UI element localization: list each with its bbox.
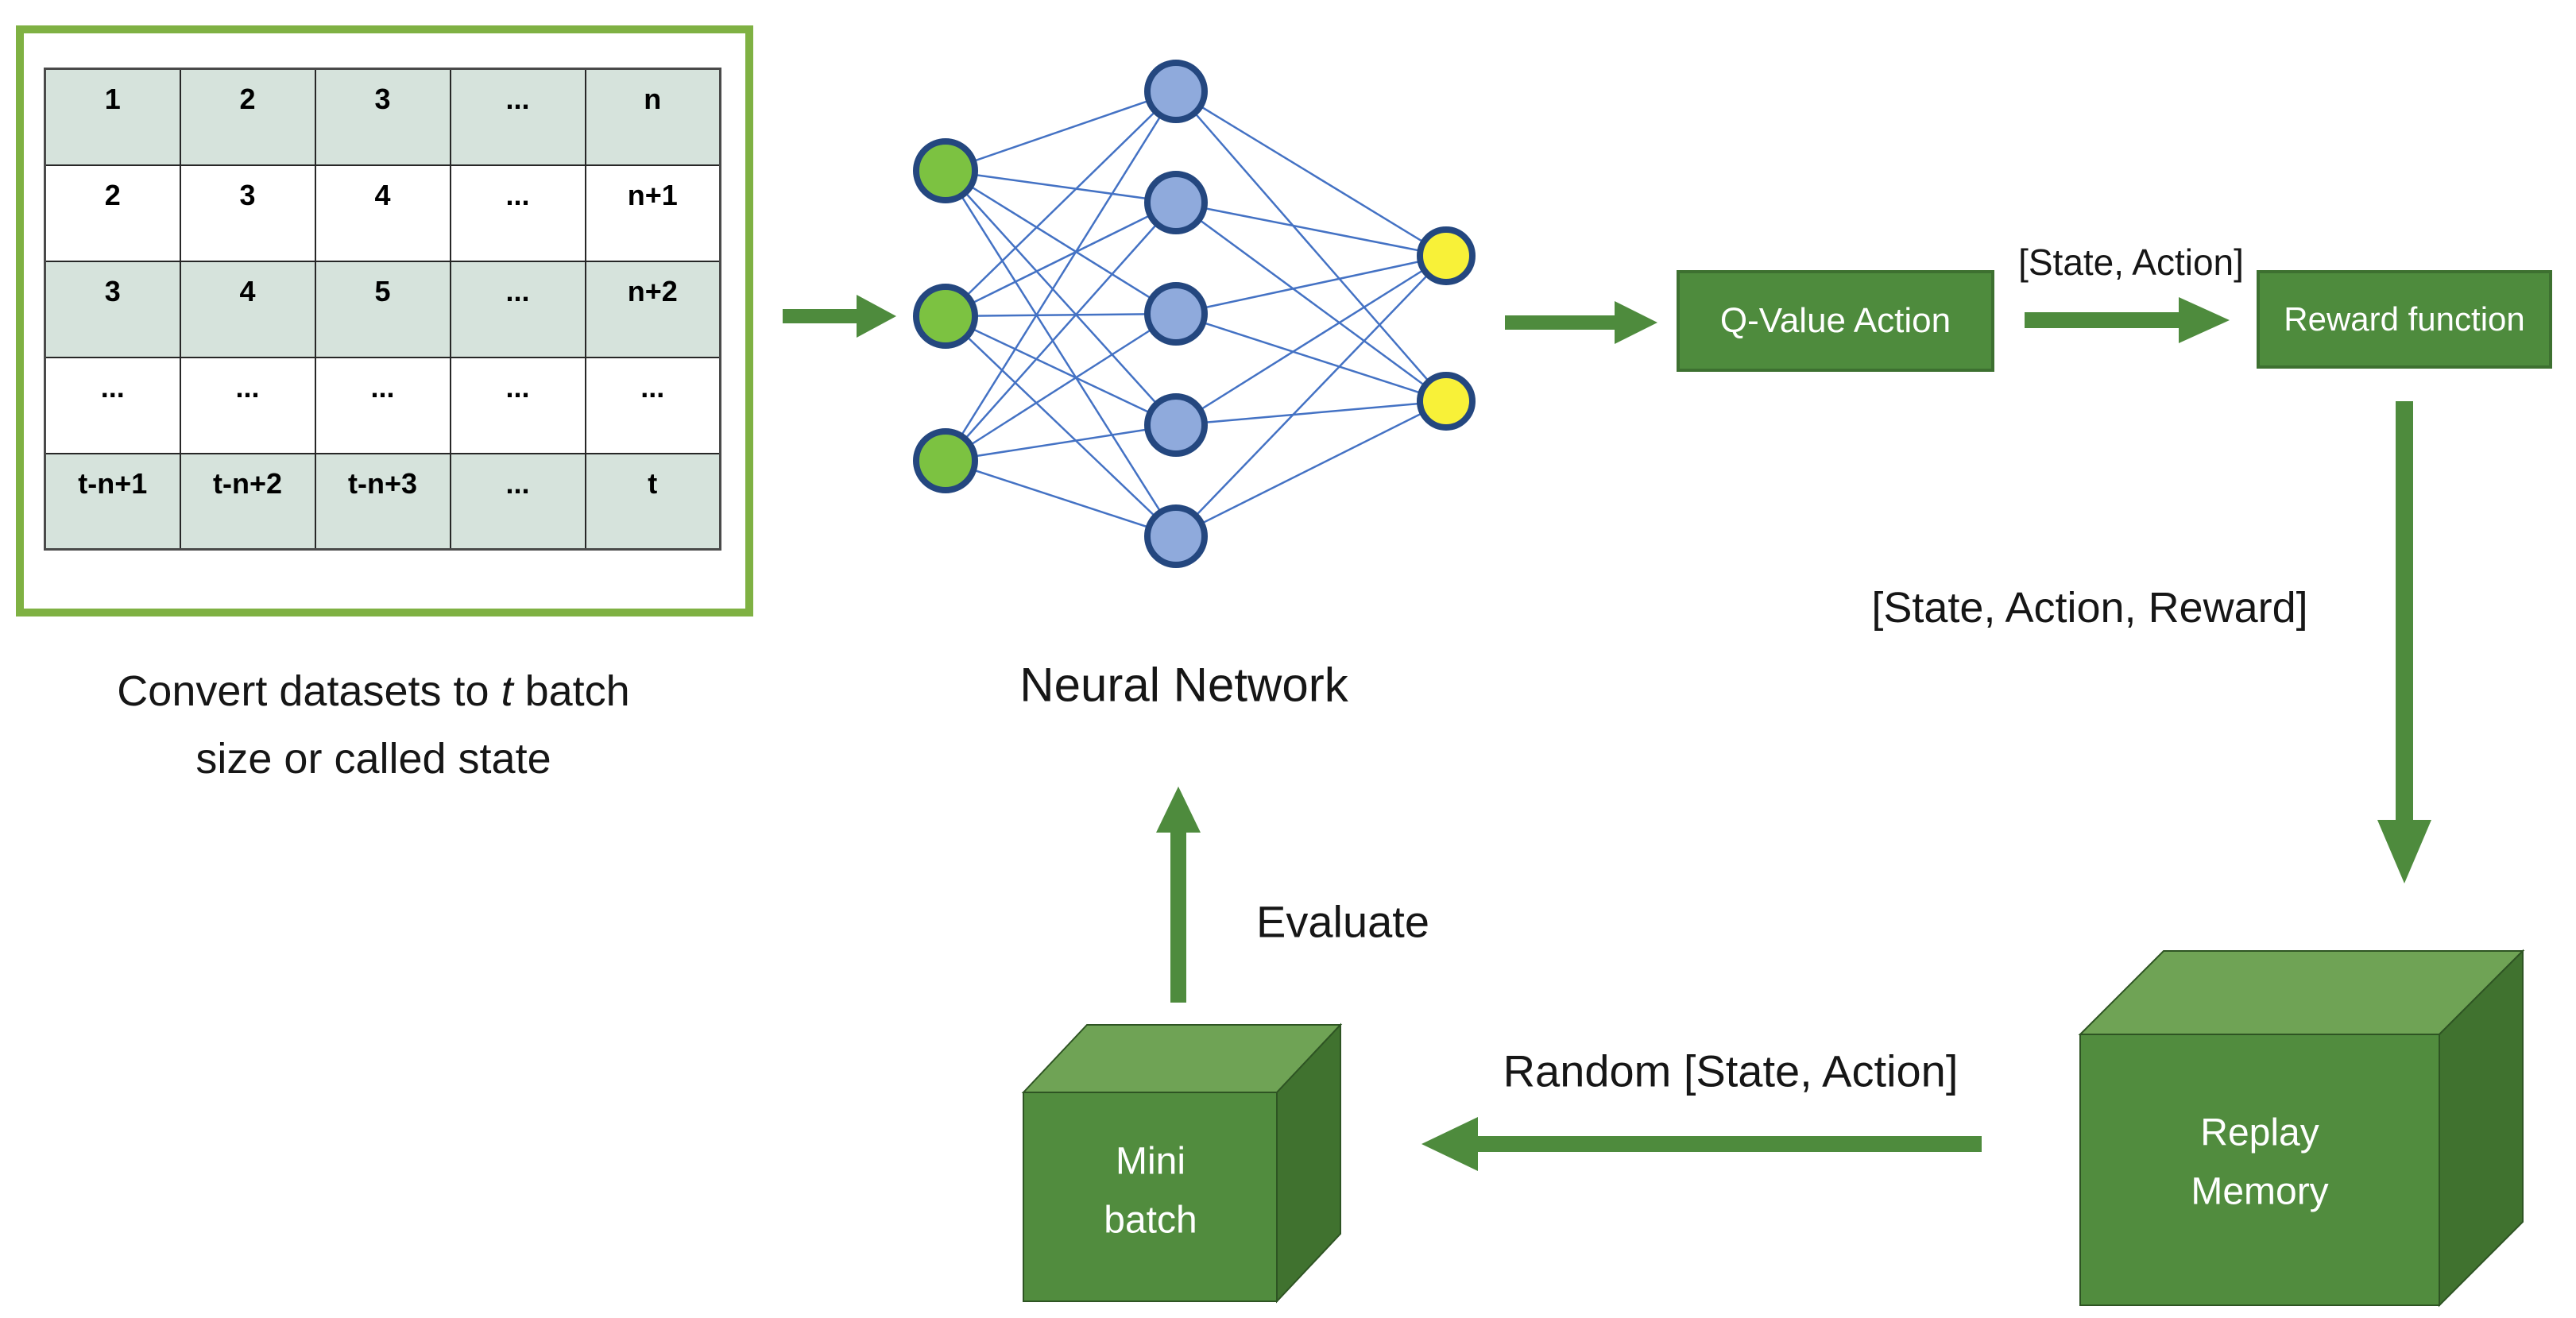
caption-line-1: Convert datasets to t batch [117,667,630,715]
table-to-network-arrow [783,295,896,338]
table-row: 3 4 5 ... n+2 [44,260,721,358]
state-cell: 2 [44,164,181,262]
state-cell: 4 [314,164,451,262]
state-cell: 3 [314,68,451,166]
q-value-action-box: Q-Value Action [1677,270,1994,372]
state-cell: ... [179,356,316,454]
nn-output-node [1417,372,1476,431]
minibatch-to-network-arrow [1156,787,1201,1003]
state-cell: n [584,68,721,166]
state-cell: ... [449,452,586,551]
replay-memory-cube [2078,949,2525,1308]
state-cell: t [584,452,721,551]
nn-input-node [913,428,978,493]
state-cell: ... [449,68,586,166]
state-cell: ... [584,356,721,454]
cube-front-face [2079,1034,2440,1306]
nn-hidden-node [1144,504,1208,568]
state-cell: n+1 [584,164,721,262]
replay-to-minibatch-arrow [1421,1117,1982,1171]
nn-hidden-node [1144,393,1208,457]
mini-batch-label: Mini batch [1104,1140,1197,1242]
network-to-qvalue-arrow [1505,301,1657,344]
reward-function-label: Reward function [2284,300,2525,338]
table-row: t-n+1 t-n+2 t-n+3 ... t [44,452,721,551]
cube-front-face [1023,1092,1278,1302]
nn-input-node [913,138,978,203]
table-row: ... ... ... ... ... [44,356,721,454]
nn-hidden-node [1144,282,1208,346]
state-cell: ... [449,260,586,358]
caption-line-2: size or called state [195,735,551,783]
reward-to-replay-arrow [2377,401,2431,883]
state-cell: t-n+2 [179,452,316,551]
replay-memory-label: Replay Memory [2191,1111,2329,1213]
state-cell: 2 [179,68,316,166]
nn-hidden-node [1144,171,1208,234]
state-cell: 3 [44,260,181,358]
neural-network-label: Neural Network [1019,658,1348,712]
state-cell: t-n+1 [44,452,181,551]
nn-output-node [1417,226,1476,285]
state-cell: 3 [179,164,316,262]
q-value-action-label: Q-Value Action [1719,301,1951,340]
state-cell: ... [44,356,181,454]
qvalue-to-reward-arrow [2025,297,2230,343]
mini-batch-cube [1021,1022,1343,1304]
evaluate-label: Evaluate [1256,896,1429,947]
reward-function-box: Reward function [2257,270,2552,369]
neural-network-nodes [913,60,1476,568]
state-cell: ... [449,356,586,454]
state-cell: n+2 [584,260,721,358]
flow-arrows [783,295,2431,1171]
table-row: 1 2 3 ... n [44,68,721,166]
nn-hidden-node [1144,60,1208,123]
state-table: 1 2 3 ... n 2 3 4 ... n+1 3 4 5 ... n+2 [44,68,721,551]
neural-network-edges [944,90,1447,538]
state-action-reward-label: [State, Action, Reward] [1871,584,2308,632]
table-row: 2 3 4 ... n+1 [44,164,721,262]
state-cell: 5 [314,260,451,358]
random-state-action-label: Random [State, Action] [1503,1046,1959,1096]
state-cell: 4 [179,260,316,358]
state-action-label: [State, Action] [2018,242,2244,283]
state-cell: 1 [44,68,181,166]
nn-input-node [913,284,978,349]
state-cell: t-n+3 [314,452,451,551]
state-table-caption: Convert datasets to t batch size or call… [56,658,691,794]
state-cell: ... [449,164,586,262]
state-cell: ... [314,356,451,454]
